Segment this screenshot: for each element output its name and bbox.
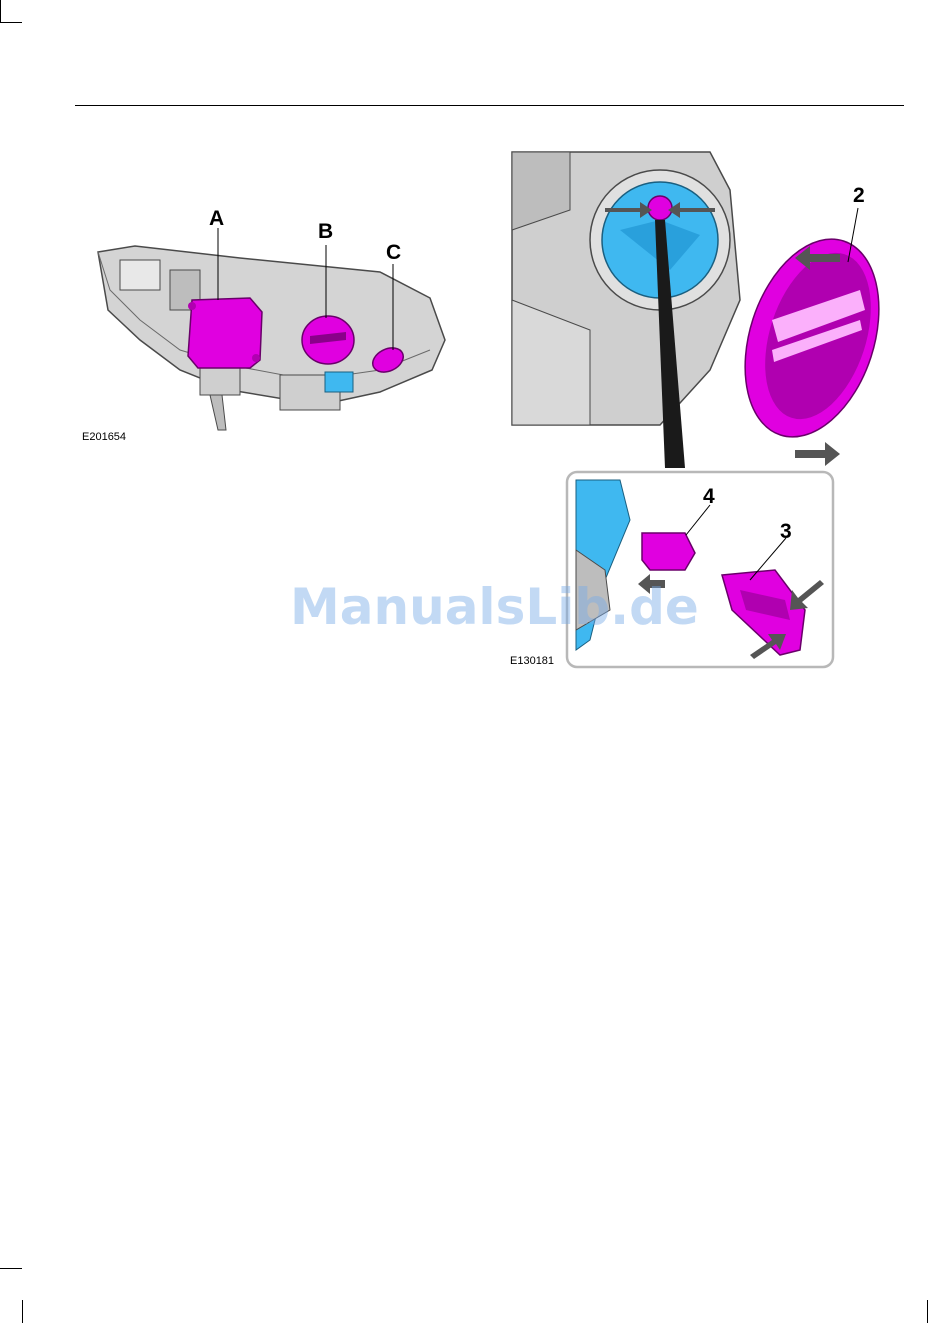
watermark: ManualsLib.de — [290, 578, 670, 636]
callout-a: A — [209, 208, 224, 229]
callout-4: 4 — [703, 486, 715, 507]
callout-2: 2 — [853, 185, 865, 206]
crop-mark-bottom-left-h — [0, 1268, 22, 1269]
crop-mark-bottom-right-v — [927, 1300, 928, 1323]
crop-mark-bottom-left-v — [22, 1300, 23, 1323]
figure-headlamp-rear: A B C E201654 — [80, 200, 470, 460]
headlamp-rear-illustration — [80, 200, 470, 460]
crop-mark-top-left-h — [0, 22, 22, 23]
callout-b: B — [318, 221, 333, 242]
callout-c: C — [386, 242, 401, 263]
crop-mark-top-left-v — [0, 0, 1, 22]
header-rule — [75, 105, 904, 106]
figure-ref-code: E201654 — [82, 432, 126, 443]
figure-ref-code: E130181 — [510, 656, 554, 667]
callout-3: 3 — [780, 521, 792, 542]
